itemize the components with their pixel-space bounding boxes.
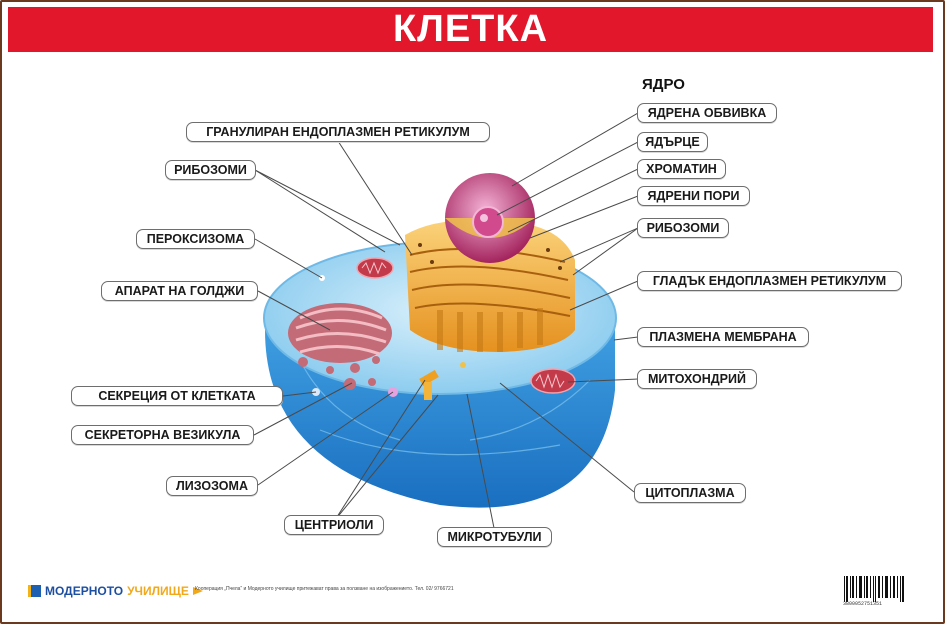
label-golgi: АПАРАТ НА ГОЛДЖИ <box>101 281 258 301</box>
label-microtubules: МИКРОТУБУЛИ <box>437 527 552 547</box>
label-ribosomes-right: РИБОЗОМИ <box>637 218 729 238</box>
logo-text-part1: МОДЕРНОТО <box>45 584 123 598</box>
logo-text-part2: УЧИЛИЩЕ <box>127 584 189 598</box>
label-secretion: СЕКРЕЦИЯ ОТ КЛЕТКАТА <box>71 386 283 406</box>
logo-book-icon <box>28 585 41 597</box>
label-smooth-er: ГЛАДЪК ЕНДОПЛАЗМЕН РЕТИКУЛУМ <box>637 271 902 291</box>
barcode-number: 3800052751351 <box>843 601 882 607</box>
label-nuclear-envelope: ЯДРЕНА ОБВИВКА <box>637 103 777 123</box>
label-secretory-vesicle: СЕКРЕТОРНА ВЕЗИКУЛА <box>71 425 254 445</box>
label-lysosome: ЛИЗОЗОМА <box>166 476 258 496</box>
nucleus-group-title: ЯДРО <box>642 76 685 93</box>
publisher-logo: МОДЕРНОТО УЧИЛИЩЕ <box>28 582 215 600</box>
nucleus <box>445 173 535 263</box>
label-rough-er: ГРАНУЛИРАН ЕНДОПЛАЗМЕН РЕТИКУЛУМ <box>186 122 490 142</box>
label-cytoplasm: ЦИТОПЛАЗМА <box>634 483 746 503</box>
label-mitochondrion: МИТОХОНДРИЙ <box>637 369 757 389</box>
label-chromatin: ХРОМАТИН <box>637 159 726 179</box>
label-peroxisome: ПЕРОКСИЗОМА <box>136 229 255 249</box>
label-ribosomes-left: РИБОЗОМИ <box>165 160 256 180</box>
label-nucleolus: ЯДЪРЦЕ <box>637 132 708 152</box>
label-centrioles: ЦЕНТРИОЛИ <box>284 515 384 535</box>
copyright-notice: Кооперация „Пчела“ и Модерното училище п… <box>195 586 454 592</box>
label-nuclear-pores: ЯДРЕНИ ПОРИ <box>637 186 750 206</box>
barcode <box>843 576 905 602</box>
label-plasma-membrane: ПЛАЗМЕНА МЕМБРАНА <box>637 327 809 347</box>
